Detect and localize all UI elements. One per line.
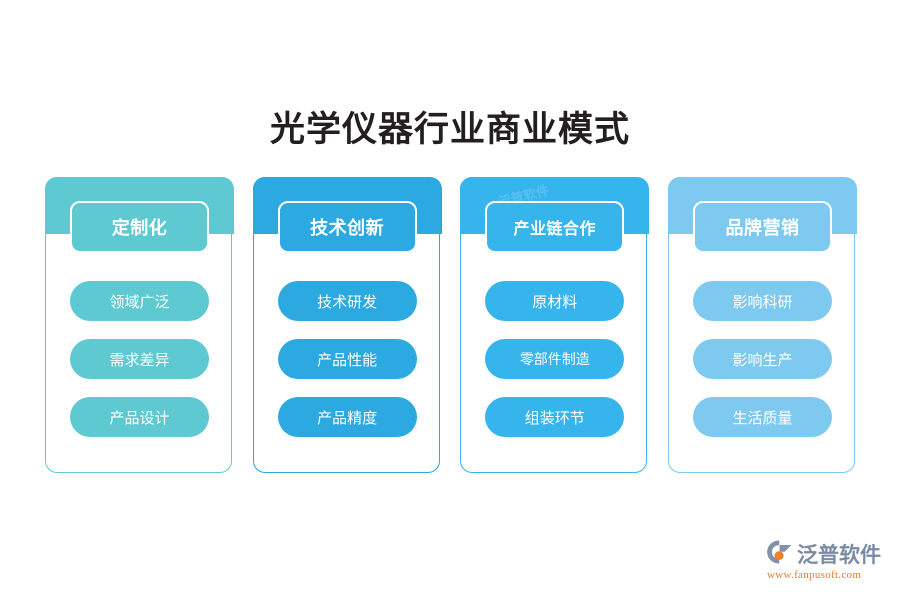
card-item-list: 技术研发 产品性能 产品精度 xyxy=(277,281,417,437)
card-item-pill[interactable]: 需求差异 xyxy=(70,339,209,379)
card-industry-chain[interactable]: 泛普软件 www.fanpusoft.com 产业链合作 原材料 零部件制造 组… xyxy=(460,177,650,473)
brand-logo[interactable]: 泛普软件 www.fanpusoft.com xyxy=(766,540,890,586)
page-title: 光学仪器行业商业模式 xyxy=(269,110,630,149)
card-title: 品牌营销 xyxy=(692,201,832,253)
card-brand-marketing[interactable]: 品牌营销 影响科研 影响生产 生活质量 xyxy=(667,177,857,473)
card-item-pill[interactable]: 产品精度 xyxy=(277,397,417,437)
card-item-pill[interactable]: 生活质量 xyxy=(692,397,832,437)
card-item-pill[interactable]: 原材料 xyxy=(485,281,625,321)
card-item-list: 影响科研 影响生产 生活质量 xyxy=(692,281,832,437)
card-customization[interactable]: 定制化 领域广泛 需求差异 产品设计 xyxy=(45,177,234,473)
fanpu-swoosh-logo-icon xyxy=(766,539,793,570)
card-title: 产业链合作 xyxy=(485,201,625,253)
card-item-pill[interactable]: 组装环节 xyxy=(485,397,625,437)
card-title: 定制化 xyxy=(70,201,209,253)
card-item-pill[interactable]: 产品性能 xyxy=(277,339,417,379)
card-tech-innovation[interactable]: 技术创新 技术研发 产品性能 产品精度 xyxy=(252,177,442,473)
card-item-pill[interactable]: 零部件制造 xyxy=(485,339,625,379)
card-item-pill[interactable]: 影响科研 xyxy=(692,281,832,321)
brand-name: 泛普软件 xyxy=(797,544,881,567)
card-title: 技术创新 xyxy=(277,201,417,253)
card-list: 定制化 领域广泛 需求差异 产品设计 技术创新 技术研发 产品性能 产品精度 泛… xyxy=(45,177,857,473)
card-item-pill[interactable]: 产品设计 xyxy=(70,397,209,437)
brand-url: www.fanpusoft.com xyxy=(767,569,862,581)
card-item-list: 领域广泛 需求差异 产品设计 xyxy=(70,281,209,437)
card-item-pill[interactable]: 技术研发 xyxy=(277,281,417,321)
card-item-list: 原材料 零部件制造 组装环节 xyxy=(485,281,625,437)
card-item-pill[interactable]: 影响生产 xyxy=(692,339,832,379)
card-item-pill[interactable]: 领域广泛 xyxy=(70,281,209,321)
brand-row: 泛普软件 xyxy=(766,540,890,568)
